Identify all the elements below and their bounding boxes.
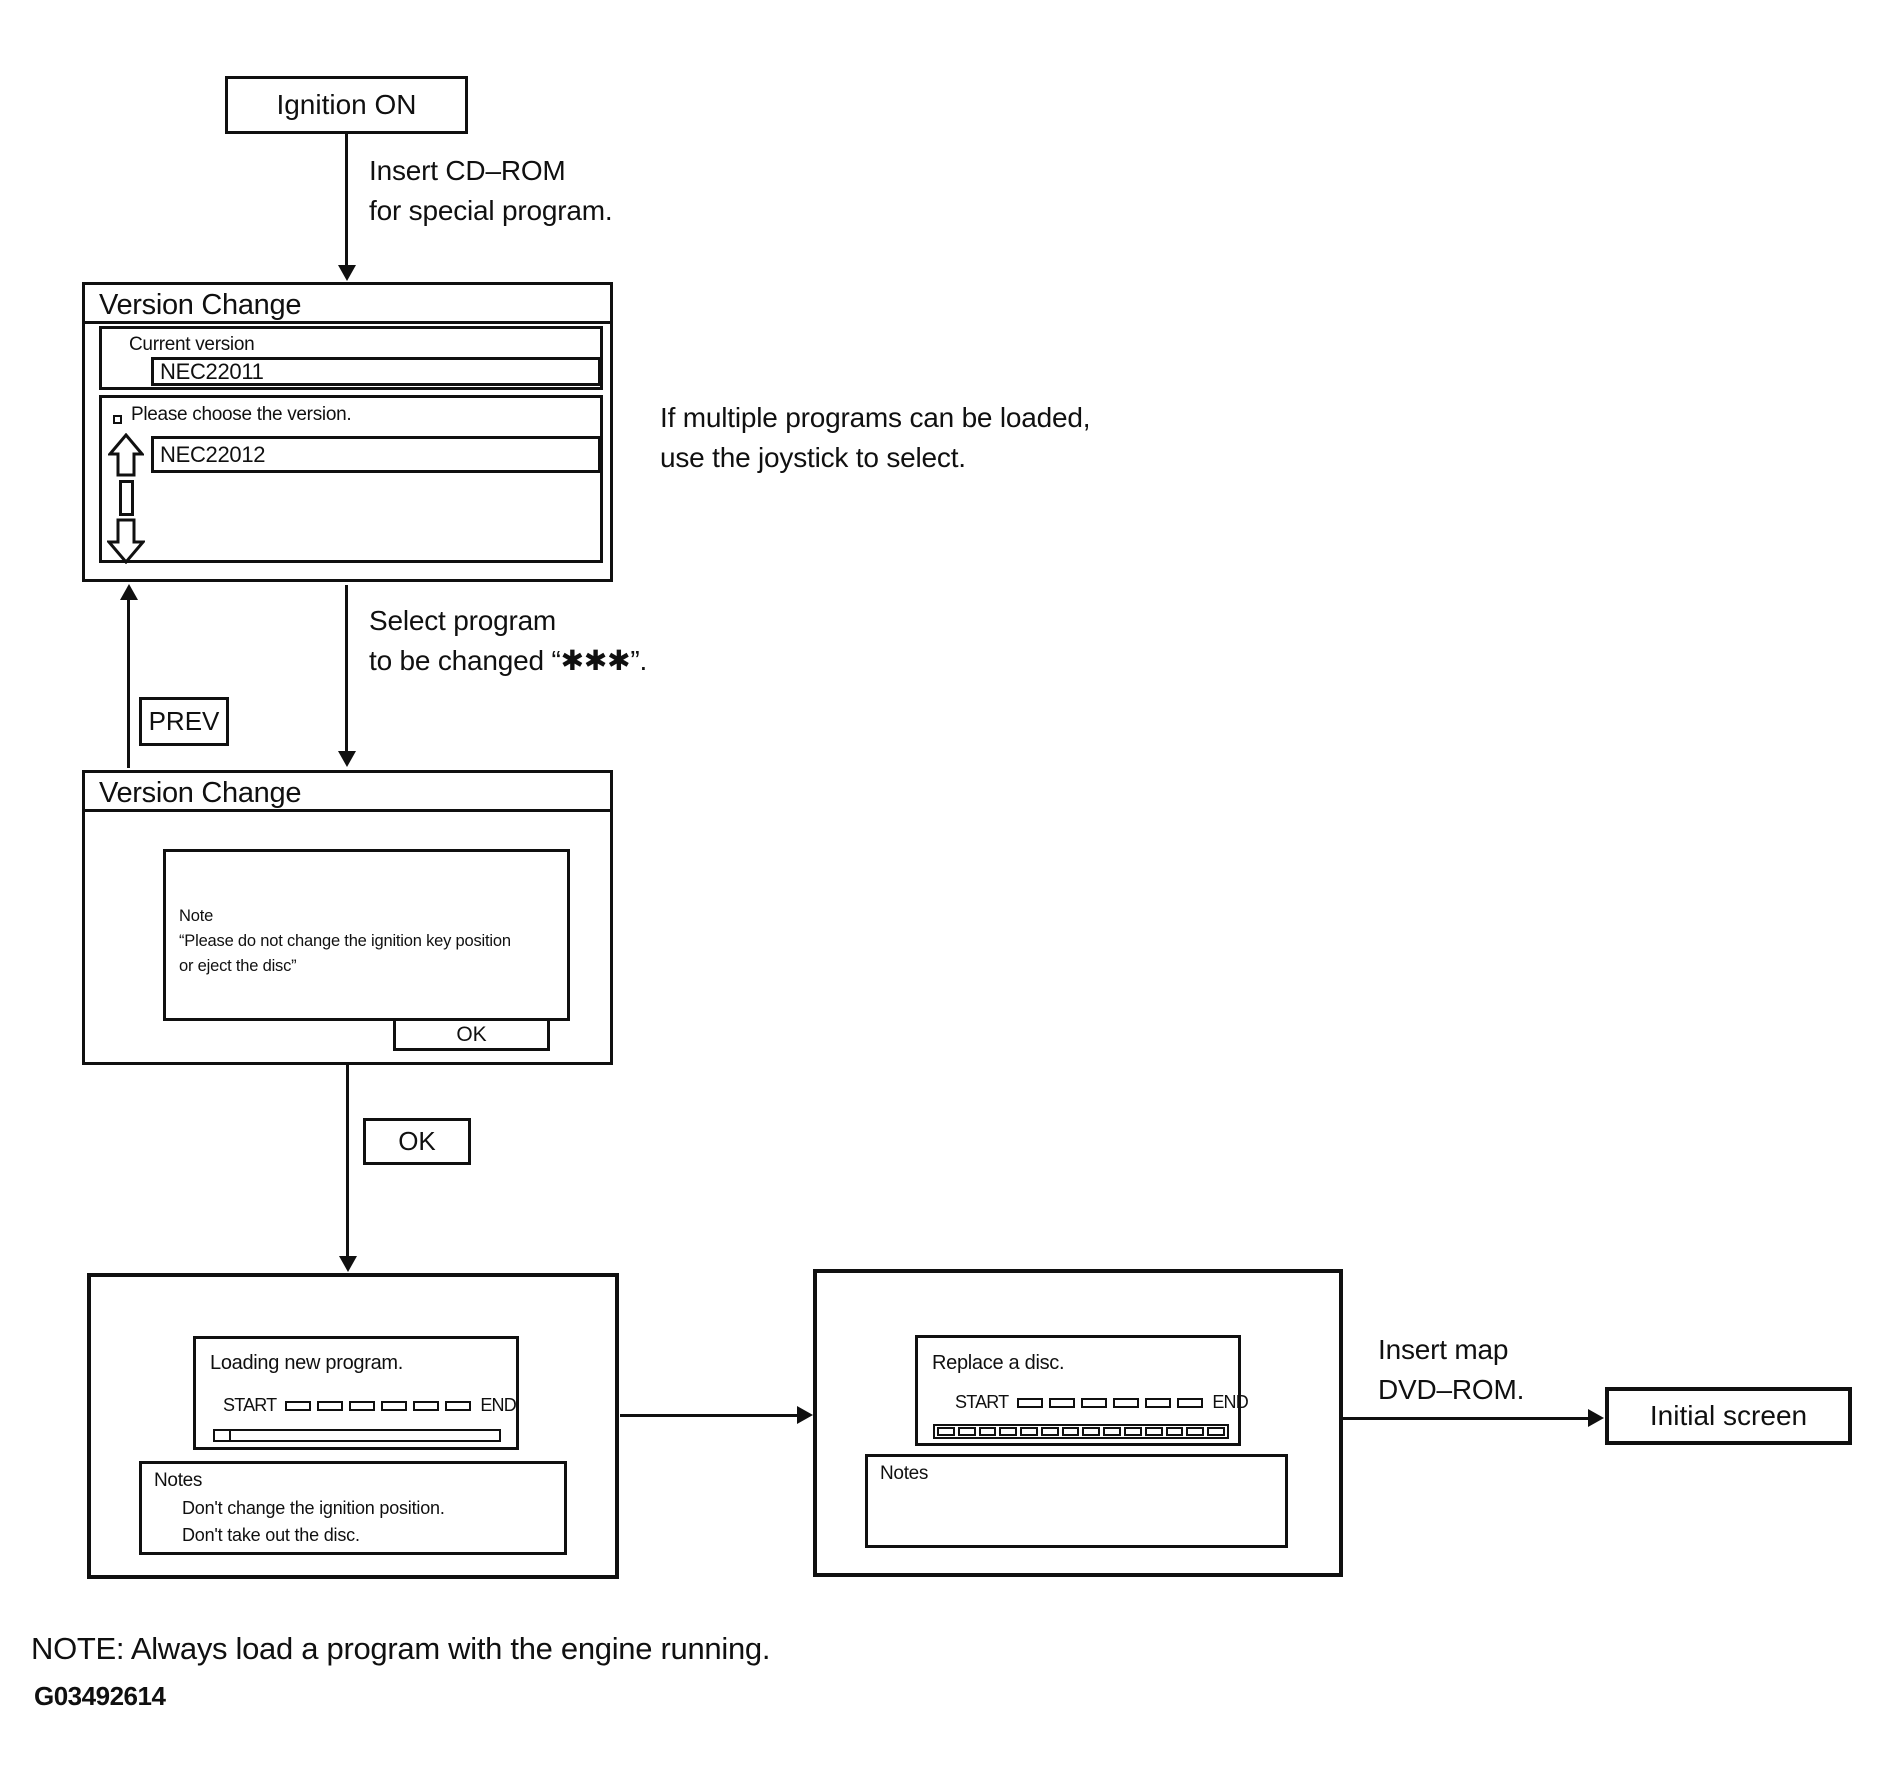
screen-confirm: Version Change Note “Please do not chang… <box>82 770 613 1065</box>
confirm-note-heading: Note <box>179 907 214 925</box>
arrow-confirm-to-loading <box>346 1065 349 1257</box>
progress-cell <box>999 1427 1018 1436</box>
confirm-ok-button[interactable]: OK <box>393 1018 550 1051</box>
replace-dialog-title: Replace a disc. <box>932 1352 1065 1374</box>
progress-cell <box>215 1431 231 1440</box>
arrowhead-down-icon <box>339 1256 357 1272</box>
insert-dvd-note: Insert map DVD–ROM. <box>1378 1334 1525 1405</box>
arrow-ignition-to-version-select <box>345 134 348 266</box>
loading-strip-segments <box>285 1400 472 1411</box>
progress-cell <box>957 1427 976 1436</box>
select-program-note: Select program to be changed “✱✱✱”. <box>369 605 648 676</box>
flow-node-ignition-on-label: Ignition ON <box>276 89 417 120</box>
progress-cell <box>937 1427 955 1436</box>
loading-notes-lines: Don't change the ignition position. Don'… <box>182 1498 445 1545</box>
progress-cell <box>1124 1427 1142 1436</box>
choose-bullet-icon <box>113 415 122 424</box>
replace-progress-bar <box>933 1424 1229 1439</box>
loading-progress-strip: START END <box>223 1395 517 1416</box>
progress-cell <box>1061 1427 1080 1436</box>
current-version-label: Current version <box>129 334 255 355</box>
replace-notes-heading: Notes <box>880 1463 929 1484</box>
flow-node-initial-screen: Initial screen <box>1605 1387 1852 1445</box>
arrowhead-down-icon <box>338 751 356 767</box>
replace-progress-strip: START END <box>955 1392 1249 1413</box>
choose-version-prompt: Please choose the version. <box>131 404 352 425</box>
progress-cell <box>1165 1427 1184 1436</box>
progress-cell <box>285 1400 312 1411</box>
progress-cell <box>1040 1427 1059 1436</box>
arrow-select-to-confirm <box>345 585 348 752</box>
loading-dialog: Loading new program. START END <box>193 1336 519 1450</box>
progress-cell <box>1081 1397 1108 1408</box>
confirm-dialog: Note “Please do not change the ignition … <box>163 849 570 1021</box>
ok-button[interactable]: OK <box>363 1118 471 1165</box>
progress-cell <box>1186 1427 1205 1436</box>
arrowhead-up-icon <box>120 584 138 600</box>
loading-notes-heading: Notes <box>154 1470 203 1491</box>
replace-dialog: Replace a disc. START END <box>915 1335 1249 1446</box>
progress-cell <box>1113 1397 1140 1408</box>
insert-cdrom-note: Insert CD–ROM for special program. <box>369 155 613 226</box>
arrowhead-down-icon <box>338 265 356 281</box>
confirm-dialog-text: Note “Please do not change the ignition … <box>179 904 511 979</box>
progress-cell <box>1144 1427 1163 1436</box>
scroll-up-icon[interactable] <box>108 433 144 477</box>
scroll-track <box>119 480 134 516</box>
loading-notes-box: Notes Don't change the ignition position… <box>139 1461 567 1555</box>
progress-cell <box>317 1400 344 1411</box>
end-label: END <box>480 1395 516 1415</box>
current-version-panel: Current version NEC22011 <box>99 326 603 390</box>
end-label: END <box>1212 1392 1248 1412</box>
progress-cell <box>1103 1427 1122 1436</box>
flow-node-initial-screen-label: Initial screen <box>1649 1400 1808 1431</box>
figure-id: G03492614 <box>34 1681 166 1711</box>
progress-cell <box>1020 1427 1038 1436</box>
replace-notes-box: Notes <box>865 1454 1288 1548</box>
prev-button-label: PREV <box>148 706 220 736</box>
arrow-loading-to-replace <box>620 1414 799 1417</box>
screen-confirm-title: Version Change <box>85 773 610 812</box>
joystick-note: If multiple programs can be loaded, use … <box>660 402 1091 473</box>
arrowhead-right-icon <box>797 1406 813 1424</box>
screen-loading: Loading new program. START END Notes Don… <box>87 1273 619 1579</box>
arrow-confirm-to-select-prev <box>127 599 130 768</box>
screen-replace: Replace a disc. START END Notes <box>813 1269 1343 1577</box>
progress-cell <box>1177 1397 1204 1408</box>
progress-cell <box>1145 1397 1172 1408</box>
progress-cell <box>978 1427 997 1436</box>
start-label: START <box>955 1392 1009 1412</box>
progress-cell <box>1207 1427 1225 1436</box>
ok-button-label: OK <box>398 1126 436 1156</box>
progress-cell <box>381 1400 408 1411</box>
prev-button[interactable]: PREV <box>139 697 229 746</box>
progress-cell <box>1082 1427 1101 1436</box>
loading-progress-bar <box>213 1429 501 1442</box>
progress-cell <box>445 1400 472 1411</box>
flow-node-ignition-on: Ignition ON <box>225 76 468 134</box>
arrowhead-right-icon <box>1588 1409 1604 1427</box>
progress-cell <box>1049 1397 1076 1408</box>
screen-version-select: Version Change Current version NEC22011 … <box>82 282 613 582</box>
start-label: START <box>223 1395 277 1415</box>
arrow-replace-to-initial <box>1343 1417 1590 1420</box>
loading-dialog-title: Loading new program. <box>210 1352 404 1374</box>
progress-cell <box>1017 1397 1044 1408</box>
footer-note: NOTE: Always load a program with the eng… <box>31 1631 771 1666</box>
screen-version-select-title: Version Change <box>85 285 610 324</box>
progress-cell <box>413 1400 440 1411</box>
choose-version-field[interactable]: NEC22012 <box>151 436 601 473</box>
current-version-field: NEC22011 <box>151 357 601 386</box>
replace-strip-segments <box>1017 1397 1204 1408</box>
progress-cell <box>349 1400 376 1411</box>
scroll-down-icon[interactable] <box>107 518 145 564</box>
choose-version-panel: Please choose the version. NEC22012 <box>99 395 603 564</box>
